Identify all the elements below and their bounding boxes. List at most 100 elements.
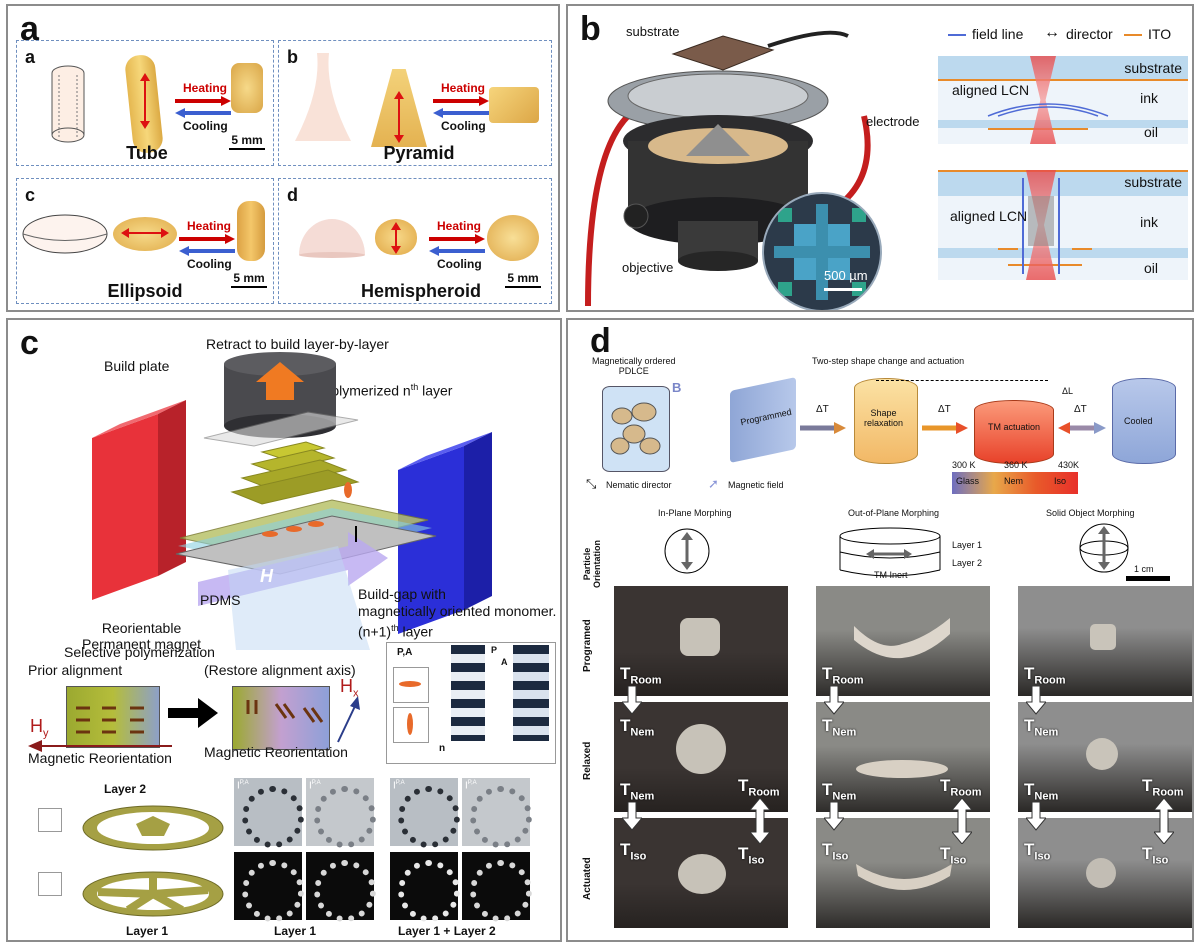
layer2-label: Layer 2 [952, 558, 983, 568]
gear-image [306, 852, 376, 922]
hy-arrow-icon [28, 740, 172, 752]
photo-relaxed-out-of-plane [816, 702, 990, 812]
b-field-label: B [672, 380, 682, 395]
shape-relax-label: Shape relaxation [864, 408, 904, 428]
down-arrow-icon [622, 802, 642, 831]
bottom-cross-section: substrate ink oil aligned LCN [938, 170, 1188, 280]
printer-illustration [92, 352, 492, 650]
gear-image [390, 778, 460, 848]
ink-layer-label: ink [1140, 90, 1158, 106]
t-nem-label: TNem [1024, 716, 1059, 739]
magfield-arrow-icon: ➚ [708, 476, 719, 491]
gear-micrograph-grid: IP,A IP,A IP,A IP,A [234, 778, 558, 926]
tm-actuation-cylinder [974, 400, 1054, 464]
ipa-label: IP,A [393, 780, 405, 792]
pyramid-heated-image [489, 87, 539, 123]
heating-arrow-icon [179, 234, 235, 244]
aligned-lcn-label: aligned LCN [950, 208, 1028, 224]
delta-t-label: ΔT [938, 404, 951, 415]
down-arrow-icon [824, 686, 844, 715]
micrograph-1 [451, 645, 485, 741]
director-arrow-icon: ↔ [1044, 24, 1060, 41]
heating-label: Heating [187, 219, 232, 233]
t-nem-label: TNem [822, 780, 857, 803]
cooling-arrow-icon [433, 108, 489, 118]
pdms-label: PDMS [200, 592, 241, 608]
heating-arrow-icon [429, 234, 485, 244]
column-title: In-Plane Morphing [658, 508, 732, 518]
prior-label: Prior alignment [28, 662, 123, 678]
t-iso-label: TIso [1142, 844, 1169, 867]
hemispheroid-model [299, 219, 365, 258]
axes-cube-icon [38, 872, 62, 896]
t-room-label: TRoom [738, 776, 780, 799]
shape-name: Ellipsoid [107, 281, 183, 301]
field-line-legend-swatch [948, 34, 966, 36]
cooling-arrow-icon [179, 246, 235, 256]
polarizer-diagram: P,A P A n [386, 642, 556, 764]
polymerized-label: Polymerized nth layer [322, 382, 453, 399]
gear-image [234, 778, 304, 848]
heating-arrow-icon [433, 96, 489, 106]
subpanel-ellipsoid: c Heating Cooling 5 mm Ellipsoid [16, 178, 274, 304]
hx-label: Hx [340, 676, 359, 700]
scale-bar: 5 mm [505, 271, 541, 288]
director-arrow-icon [394, 91, 404, 143]
cooling-arrow-icon [429, 246, 485, 256]
delta-t-label: ΔT [1074, 404, 1087, 415]
t-iso-label: TIso [738, 844, 765, 867]
subpanel-label: c [25, 185, 36, 205]
t-nem-label: TNem [620, 716, 655, 739]
top-cross-section: substrate ink oil aligned LCN [938, 56, 1188, 144]
ellipsoid-heated-image [237, 201, 265, 261]
down-arrow-icon [1026, 802, 1046, 831]
panel-d-label: d [590, 322, 611, 360]
substrate-label: substrate [626, 24, 680, 39]
t-iso-label: TIso [1024, 840, 1051, 863]
scale-bar: 5 mm [231, 271, 267, 288]
down-arrow-icon [824, 802, 844, 831]
electrode-scale-bar [824, 288, 862, 291]
gear-image [390, 852, 460, 922]
shape-name: Hemispheroid [360, 281, 482, 301]
subpanel-label: b [287, 47, 298, 67]
nematic-label: Nematic director [606, 480, 672, 490]
gear-image [462, 778, 532, 848]
pyramid-model [295, 53, 351, 141]
cooled-cylinder [1112, 378, 1176, 464]
director-arrow-icon [121, 228, 169, 238]
h-field-label: H [260, 566, 273, 586]
temp-300: 300 K [952, 460, 976, 470]
t-iso-label: TIso [940, 844, 967, 867]
aligned-lcn-label: aligned LCN [952, 82, 1030, 98]
cooling-arrow-icon [175, 108, 231, 118]
pdlce-particles [610, 402, 661, 455]
hemispheroid-heated-image [487, 215, 539, 261]
heating-label: Heating [183, 81, 228, 95]
phase-iso: Iso [1054, 476, 1067, 486]
delta-t-label: ΔT [816, 404, 829, 415]
micrograph-2 [513, 645, 549, 741]
row-label-relaxed: Relaxed [582, 741, 593, 780]
panel-b-label: b [580, 10, 601, 48]
oil-layer-label: oil [1143, 124, 1158, 140]
delta-l-label: ΔL [1062, 386, 1074, 396]
phase-bar [952, 472, 1078, 494]
subpanel-pyramid: b Heating Cooling Pyramid [278, 40, 552, 166]
layer2-title: Layer 2 [104, 782, 147, 796]
hy-label: Hy [30, 716, 49, 740]
tm-actuation-label: TM actuation [988, 422, 1041, 432]
n-label: n [439, 743, 446, 754]
field-line-legend: field line [972, 26, 1024, 42]
mag-reorient-label-2: Magnetic Reorientation [204, 744, 348, 760]
ink-layer-label: ink [1140, 214, 1158, 230]
t-nem-label: TNem [1024, 780, 1059, 803]
dt-double-arrow-icon [1058, 422, 1106, 434]
row-label-actuated: Actuated [582, 857, 593, 900]
t-iso-label: TIso [822, 840, 849, 863]
gear-image [462, 852, 532, 922]
gear-layer2-model [82, 805, 224, 851]
electrode-scale-label: 500 µm [824, 268, 868, 283]
dt-arrow-icon [800, 422, 846, 434]
a-label: A [501, 657, 508, 667]
